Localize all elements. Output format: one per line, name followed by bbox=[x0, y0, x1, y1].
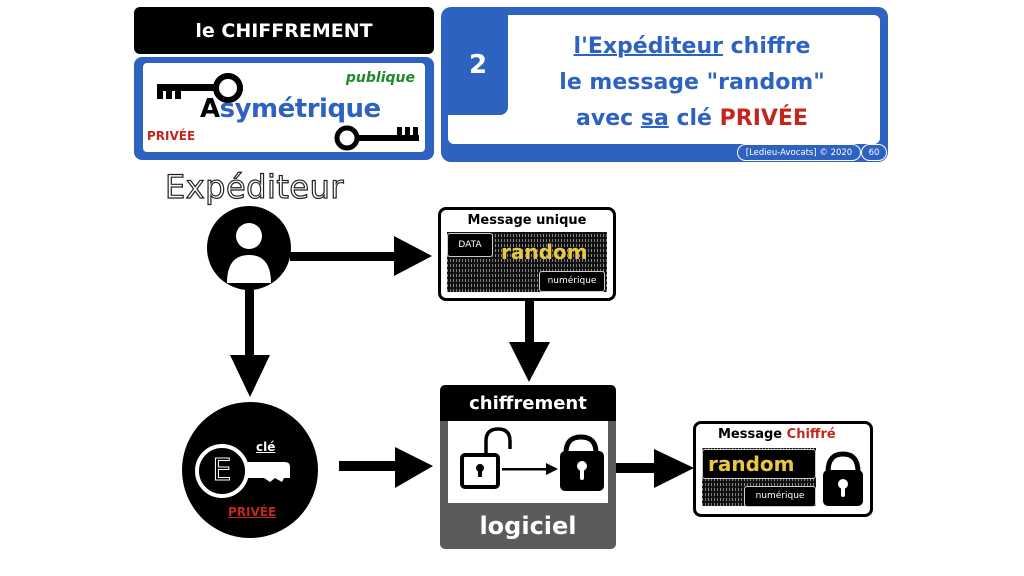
line3-private: PRIVÉE bbox=[719, 106, 808, 131]
sender-label: Expéditeur bbox=[164, 167, 345, 206]
line3-b: clé bbox=[668, 106, 720, 131]
step-title: l'Expéditeur chiffre le message "random"… bbox=[510, 29, 874, 137]
key-letter: E bbox=[212, 453, 232, 489]
private-label: PRIVÉE bbox=[147, 129, 196, 143]
process-body bbox=[440, 421, 616, 503]
sender-word: l'Expéditeur bbox=[573, 34, 723, 59]
arrow-down-1 bbox=[230, 290, 270, 397]
encrypted-random-word: random bbox=[708, 452, 795, 476]
step-number: 2 bbox=[448, 15, 508, 115]
arrow-lock-icon bbox=[502, 463, 558, 475]
key-private-label: PRIVÉE bbox=[228, 505, 277, 519]
encrypted-lock-icon bbox=[823, 451, 863, 506]
asymmetric-cap: A bbox=[200, 94, 220, 124]
arrow-right-3 bbox=[616, 449, 694, 488]
asymmetric-rest: symétrique bbox=[219, 94, 382, 124]
encrypted-title-red: Chiffré bbox=[786, 427, 836, 442]
step-title-line1: l'Expéditeur chiffre bbox=[510, 29, 874, 65]
page-number-badge: 60 bbox=[861, 144, 887, 161]
encrypted-numeric-tag: numérique bbox=[744, 486, 816, 507]
numeric-tag: numérique bbox=[539, 271, 605, 292]
process-software-footer: logiciel bbox=[440, 503, 616, 549]
step-panel: 2 l'Expéditeur chiffre le message "rando… bbox=[441, 7, 888, 162]
random-word: random bbox=[501, 240, 588, 264]
message-unique-title: Message unique bbox=[467, 213, 587, 228]
step-title-line3: avec sa clé PRIVÉE bbox=[510, 101, 874, 137]
unlocked-padlock-icon bbox=[460, 427, 512, 489]
message-unique-card: Message unique DATA random numérique bbox=[438, 207, 616, 301]
private-key-icon bbox=[157, 73, 243, 103]
arrow-right-1 bbox=[290, 236, 432, 276]
process-body-inner bbox=[448, 421, 608, 503]
arrow-right-2 bbox=[339, 447, 433, 488]
asymmetric-label: Asymétrique bbox=[200, 93, 381, 125]
public-label: publique bbox=[345, 70, 415, 86]
encrypted-random-tag bbox=[702, 449, 816, 479]
public-key-icon bbox=[334, 125, 419, 151]
asymmetric-panel-inner: Asymétrique publique PRIVÉE bbox=[143, 63, 425, 152]
key-circle-icon bbox=[182, 402, 318, 538]
topic-title: le CHIFFREMENT bbox=[195, 19, 373, 42]
line1-rest: chiffre bbox=[722, 34, 811, 59]
topic-title-bar: le CHIFFREMENT bbox=[134, 7, 434, 54]
asymmetric-panel: Asymétrique publique PRIVÉE bbox=[134, 57, 434, 160]
locked-padlock-icon bbox=[560, 434, 604, 491]
data-tag: DATA bbox=[447, 233, 493, 257]
copyright-badge: [Ledieu-Avocats] © 2020 bbox=[737, 144, 861, 161]
step-panel-inner: 2 l'Expéditeur chiffre le message "rando… bbox=[448, 15, 880, 144]
arrow-down-2 bbox=[509, 298, 550, 382]
line3-underlined: sa bbox=[640, 106, 669, 131]
message-encrypted-title: Message Chiffré bbox=[718, 427, 836, 443]
step-title-line2: le message "random" bbox=[559, 70, 825, 95]
encrypted-title-black: Message bbox=[718, 427, 787, 442]
process-encryption-header: chiffrement bbox=[440, 385, 616, 421]
key-label: clé bbox=[256, 440, 276, 454]
lock-transition-icons bbox=[460, 427, 604, 491]
user-icon bbox=[207, 206, 291, 290]
line3-a: avec bbox=[576, 106, 641, 131]
message-encrypted-card: Message Chiffré random numérique bbox=[693, 421, 873, 517]
